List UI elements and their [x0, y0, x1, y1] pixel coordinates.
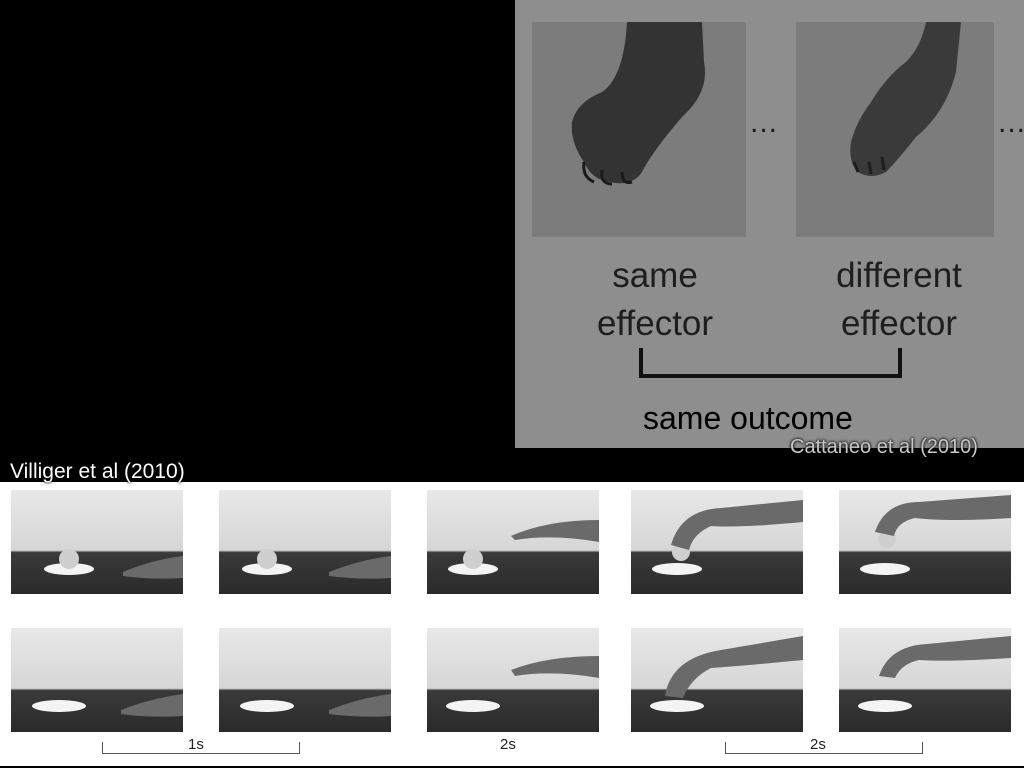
same-effector-line2: effector	[596, 304, 714, 343]
frame-row2-1	[11, 628, 183, 732]
hand-photo	[796, 22, 994, 237]
bottom-border	[0, 766, 1024, 768]
ellipsis-1: ...	[750, 106, 779, 139]
timeline-segment-3	[725, 753, 923, 754]
same-effector-line1: same	[612, 256, 698, 295]
ellipsis-2: ...	[998, 106, 1024, 139]
frame-row1-4	[631, 490, 803, 594]
frame-row1-3	[427, 490, 599, 594]
frame-row1-5	[839, 490, 1011, 594]
frame-row2-4	[631, 628, 803, 732]
frame-row2-3	[427, 628, 599, 732]
same-outcome-label: same outcome	[643, 400, 853, 436]
different-effector-line2: effector	[840, 304, 958, 343]
frame-row1-2	[219, 490, 391, 594]
timeline-tick	[725, 742, 726, 754]
timeline-tick	[922, 742, 923, 754]
frame-row1-1	[11, 490, 183, 594]
foot-photo	[532, 22, 746, 237]
frame-row2-5	[839, 628, 1011, 732]
same-effector-label: same effector	[555, 252, 755, 348]
villiger-citation: Villiger et al (2010)	[10, 460, 185, 483]
timeline-tick	[102, 742, 103, 754]
timeline-label-2s-a: 2s	[500, 736, 516, 753]
different-effector-line1: different	[836, 256, 962, 295]
timeline-segment-1	[102, 753, 300, 754]
timeline-label-2s-b: 2s	[810, 736, 826, 753]
timeline-tick	[299, 742, 300, 754]
different-effector-label: different effector	[799, 252, 999, 348]
grouping-bracket	[639, 348, 902, 378]
cattaneo-citation: Cattaneo et al (2010)	[790, 436, 978, 458]
timeline-label-1s: 1s	[188, 736, 204, 753]
frame-row2-2	[219, 628, 391, 732]
cattaneo-figure: ... ... same effector different effector…	[515, 0, 1024, 458]
